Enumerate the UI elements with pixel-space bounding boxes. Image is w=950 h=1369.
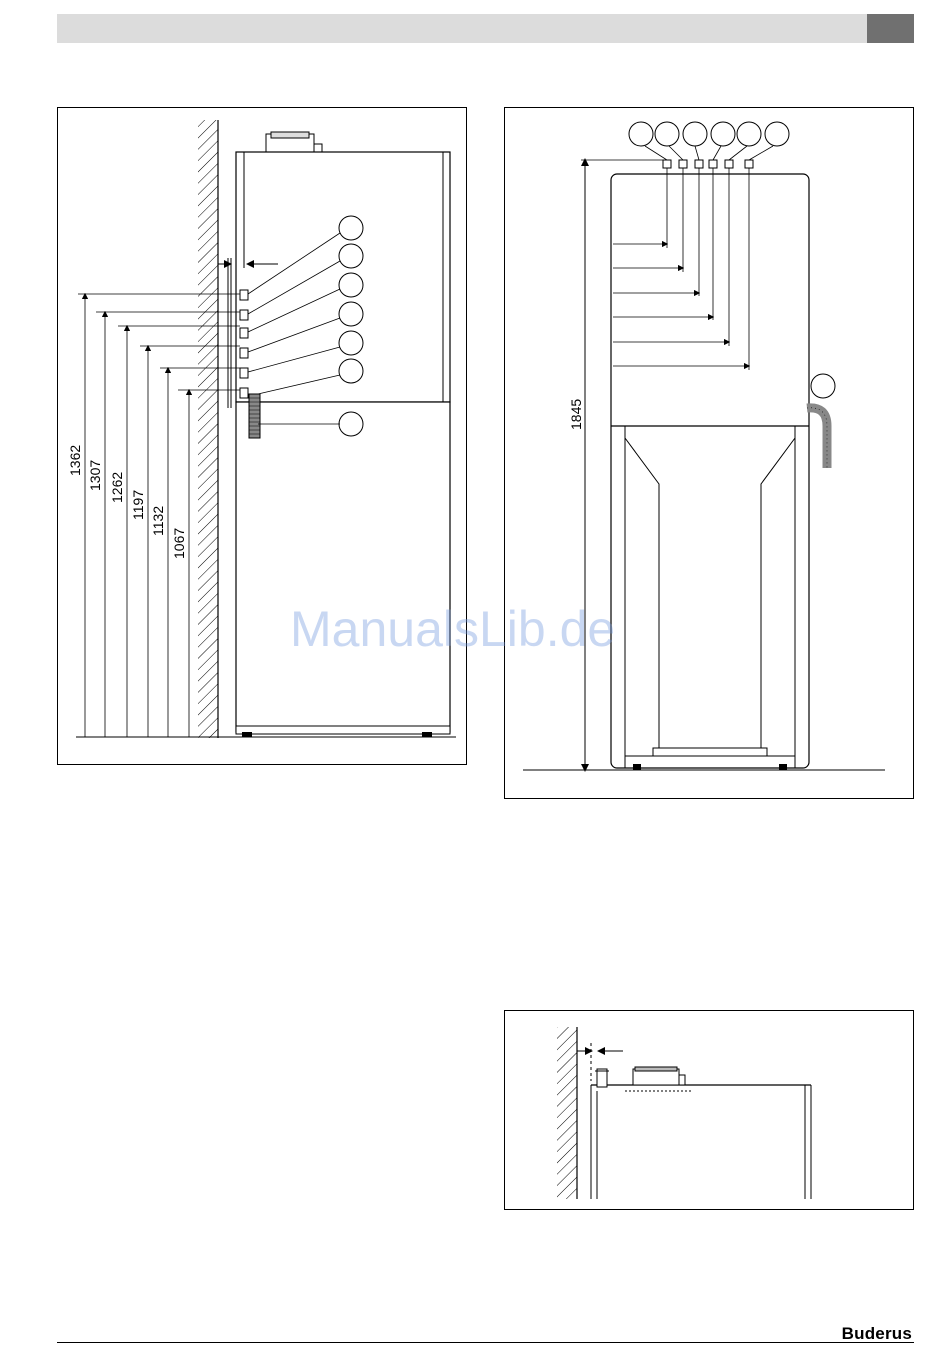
figure-side-view: 1362 1307 1262 1197 1132 1067: [57, 107, 467, 765]
dimension-1362: 1362: [67, 445, 83, 476]
header-bar: [57, 14, 867, 43]
front-view-drawing: 1845: [505, 108, 913, 798]
dimension-1845: 1845: [568, 399, 584, 430]
boiler-front-body: [611, 174, 809, 768]
dimension-1067: 1067: [171, 528, 187, 559]
header-tab: [867, 14, 914, 43]
figure-top-detail: [504, 1010, 914, 1210]
top-connectors: [663, 160, 753, 168]
figure-front-view: 1845: [504, 107, 914, 799]
wall-hatch: [198, 120, 218, 738]
wall-hatch-top: [557, 1027, 577, 1199]
dimension-1262: 1262: [109, 472, 125, 503]
dimension-1197: 1197: [130, 490, 146, 520]
dimension-1307: 1307: [87, 460, 103, 491]
boiler-lower-body: [236, 402, 450, 732]
watermark: ManualsLib.de: [290, 600, 615, 658]
brand-logo: Buderus: [842, 1324, 912, 1344]
dimension-1132: 1132: [150, 506, 166, 536]
top-detail-drawing: [505, 1011, 913, 1209]
footer-rule: [57, 1342, 914, 1343]
side-view-drawing: 1362 1307 1262 1197 1132 1067: [58, 108, 466, 764]
drain-hose: [249, 394, 260, 438]
